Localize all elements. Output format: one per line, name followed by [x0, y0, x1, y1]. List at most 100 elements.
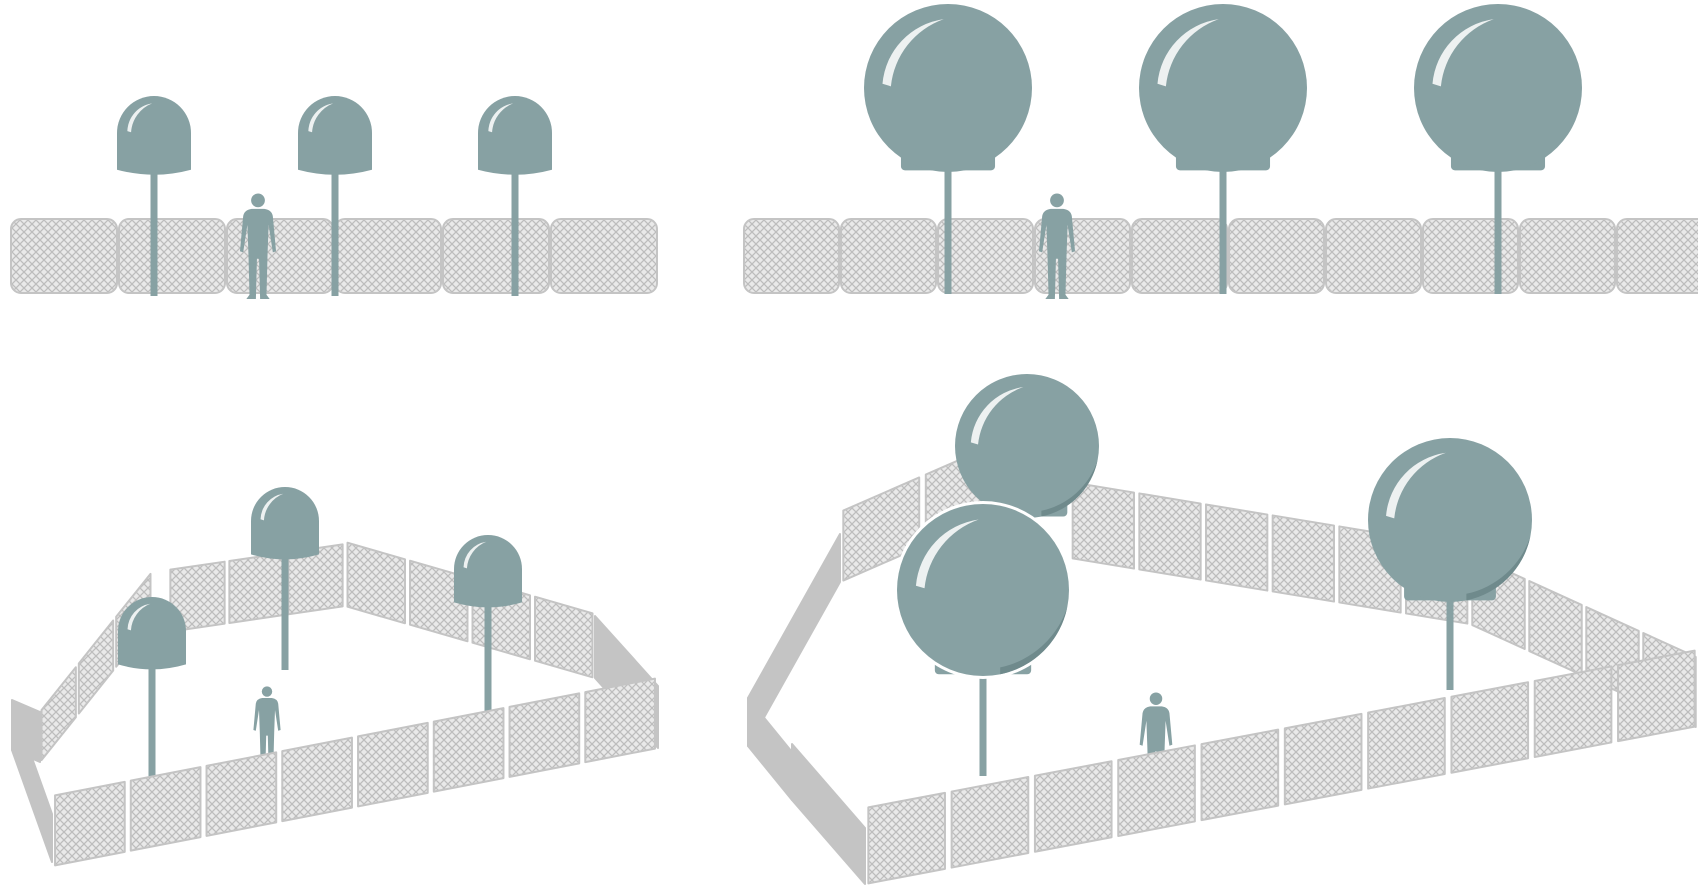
radome-highlight: [260, 493, 284, 521]
radome-highlight: [488, 103, 514, 133]
fence-front: [54, 677, 656, 867]
radome-mast: [1446, 598, 1454, 690]
fence-panel: [346, 541, 406, 625]
fence-panel: [1283, 712, 1363, 806]
person-silhouette: [239, 193, 277, 299]
radome-highlight: [970, 386, 1024, 445]
small-radome: [251, 487, 319, 670]
person-body: [1139, 706, 1173, 788]
radome-mast: [281, 554, 289, 670]
large-radome: [894, 501, 1072, 776]
fence-front: [867, 649, 1696, 885]
radome-highlight: [882, 19, 944, 87]
radome-highlight: [1386, 452, 1446, 519]
fence-panel: [867, 791, 946, 885]
radome-highlight: [915, 519, 979, 589]
panel-small-dome-perspective: [11, 487, 659, 867]
person-head: [251, 193, 265, 208]
fence-end-edge: [747, 697, 793, 801]
radome-mast: [484, 602, 492, 718]
fence-panel: [205, 751, 278, 837]
fence-panel: [743, 218, 840, 294]
fence-row: [10, 218, 658, 294]
person-silhouette: [1038, 193, 1076, 299]
small-radome: [298, 96, 372, 296]
fence-panel: [169, 560, 226, 633]
fence-panel: [1271, 514, 1335, 603]
fence-panel: [228, 552, 285, 624]
small-radome: [118, 597, 186, 780]
radome-shadow: [1466, 536, 1531, 601]
fence-panel: [1450, 681, 1530, 774]
fence-end-edge: [11, 701, 53, 863]
person-silhouette: [253, 686, 281, 766]
fence-panel: [508, 692, 581, 778]
fence-panel: [281, 736, 353, 823]
fence-panel: [937, 218, 1034, 294]
fence-panel: [1616, 218, 1698, 294]
radome-highlight: [1432, 19, 1494, 87]
fence-row: [743, 218, 1698, 294]
panel-large-dome-perspective: [747, 374, 1697, 885]
fence-panel: [1325, 218, 1422, 294]
person-body: [253, 698, 281, 766]
radome-dome: [117, 96, 191, 175]
fence-panel: [1200, 728, 1280, 822]
radome-highlight: [463, 541, 487, 569]
radome-shadow: [1041, 460, 1098, 517]
fence-panel: [840, 218, 937, 294]
fence-panel: [1131, 218, 1228, 294]
person-body: [239, 208, 277, 299]
radome-highlight: [1157, 19, 1219, 87]
fence-end-edge: [791, 743, 866, 885]
fence-panel: [1138, 492, 1202, 581]
radome-mast: [1219, 168, 1227, 294]
radome-mast: [148, 664, 156, 780]
fence-panel: [1528, 580, 1583, 676]
fence-panel: [129, 766, 202, 852]
radome-dome: [118, 597, 186, 670]
small-radome: [478, 96, 552, 296]
fence-panel: [1367, 697, 1446, 790]
person-silhouette: [1139, 692, 1173, 788]
large-radome: [1368, 438, 1532, 690]
fence-panel: [442, 218, 550, 294]
radome-dome: [454, 535, 522, 608]
fence-panel: [1228, 218, 1325, 294]
radome-mast: [944, 168, 952, 294]
person-head: [261, 686, 273, 697]
radome-sphere: [864, 4, 1032, 172]
fence-panel: [1519, 218, 1616, 294]
small-radome: [117, 96, 191, 296]
radome-dome: [251, 487, 319, 560]
large-radome: [1139, 4, 1307, 294]
radome-shadow: [1000, 607, 1068, 675]
fence-panel: [1205, 503, 1269, 592]
radome-dome: [298, 96, 372, 175]
fence-panel: [950, 776, 1030, 869]
fence-panel: [1033, 760, 1113, 853]
fence-panel: [1533, 665, 1613, 758]
fence-panel: [54, 780, 126, 867]
fence-panel: [1422, 218, 1519, 294]
radome-mast: [150, 169, 158, 296]
panel-small-dome-elevation: [10, 96, 658, 299]
radome-sphere: [1414, 4, 1582, 172]
large-radome: [1414, 4, 1582, 294]
fence-panel: [334, 218, 442, 294]
radome-dome: [478, 96, 552, 175]
fence-panel: [1617, 649, 1696, 743]
radome-highlight: [127, 603, 151, 631]
person-body: [1038, 208, 1076, 299]
radome-sphere: [1139, 4, 1307, 172]
radome-mast: [331, 169, 339, 296]
fence-panel: [118, 218, 226, 294]
radome-mast: [979, 672, 987, 776]
radome-mast: [1494, 168, 1502, 294]
fence-panel: [584, 677, 656, 764]
person-head: [1149, 692, 1163, 705]
fence-panel: [40, 666, 77, 762]
fence-panel: [10, 218, 118, 294]
fence-panel: [432, 707, 505, 793]
